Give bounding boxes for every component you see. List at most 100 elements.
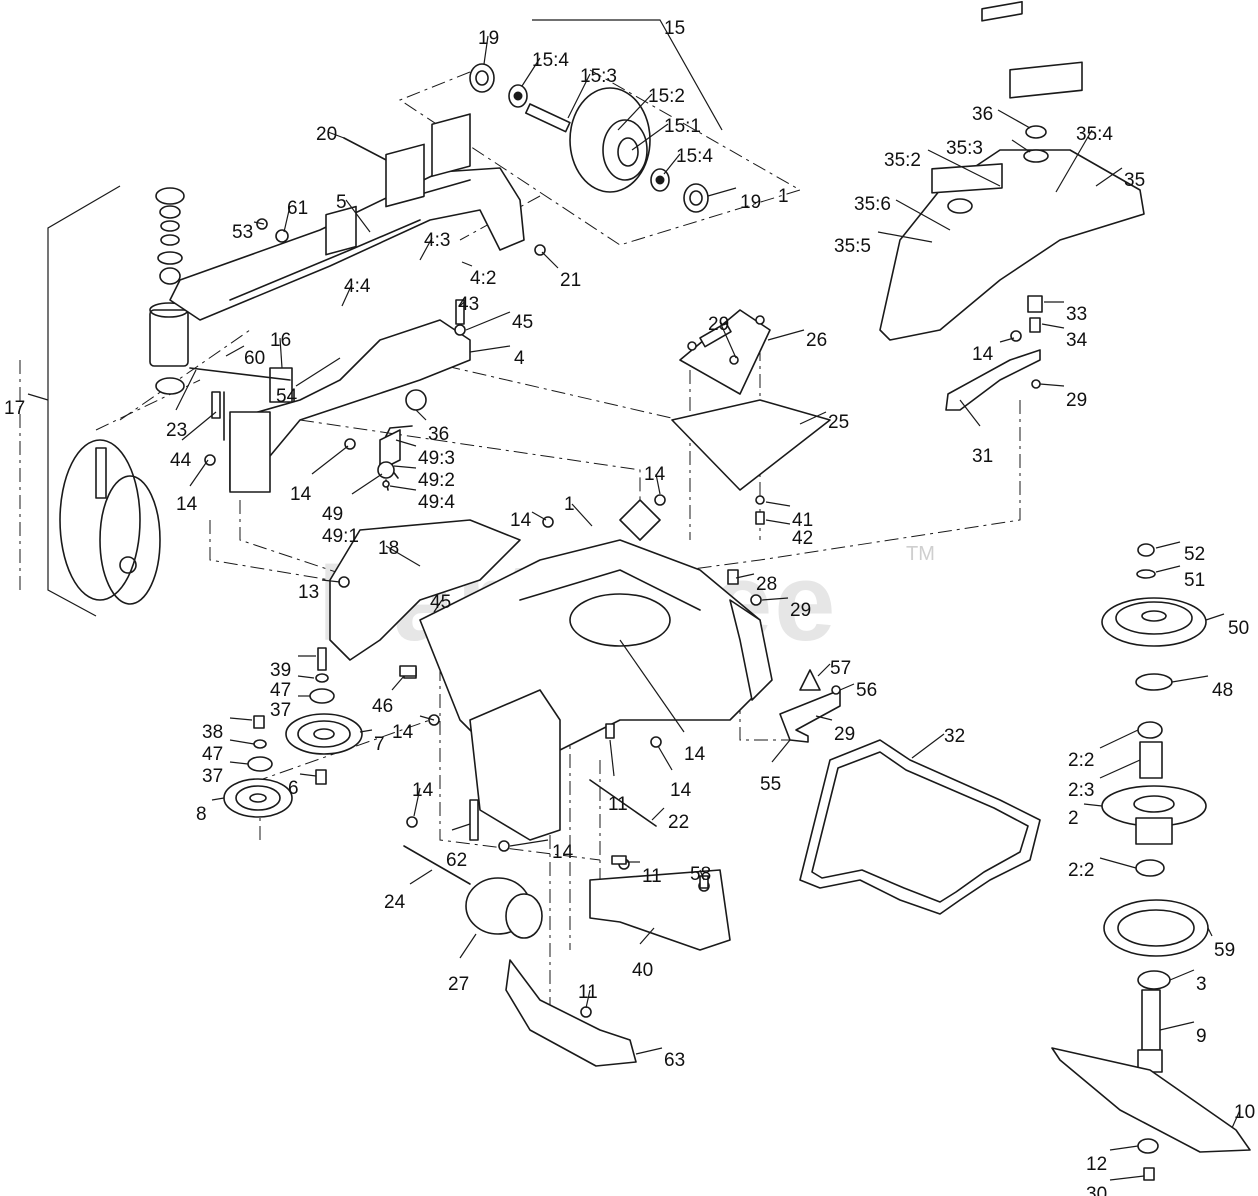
- callout-l5: 5: [336, 192, 347, 213]
- callout-l30: 30: [1086, 1184, 1107, 1196]
- callout-l491: 49:1: [322, 526, 359, 547]
- callout-l27: 27: [448, 974, 469, 995]
- callout-l1a: 1: [778, 186, 789, 207]
- callout-l32: 32: [944, 726, 965, 747]
- callout-l29a: 29: [790, 600, 811, 621]
- callout-l2: 2: [1068, 808, 1079, 829]
- callout-l356: 35:6: [854, 194, 891, 215]
- idler-pulleys: [223, 647, 363, 818]
- callout-l51: 51: [1184, 570, 1205, 591]
- callout-l24: 24: [384, 892, 406, 913]
- hardware-fasteners: [211, 299, 709, 889]
- callout-l154a: 15:4: [532, 50, 569, 71]
- callout-l22b: 2:2: [1068, 750, 1094, 771]
- callout-l152: 15:2: [648, 86, 685, 107]
- callout-l62: 62: [446, 850, 467, 871]
- callout-l60: 60: [244, 348, 265, 369]
- callout-l153: 15:3: [580, 66, 617, 87]
- blade-spindle-assembly: [1051, 543, 1251, 1181]
- callout-l154b: 15:4: [676, 146, 713, 167]
- callout-l15: 15: [664, 18, 685, 39]
- callout-l353: 35:3: [946, 138, 983, 159]
- callout-l28: 28: [756, 574, 777, 595]
- callout-l494: 49:4: [418, 492, 455, 513]
- callout-l8: 8: [196, 804, 207, 825]
- watermark-tm: TM: [906, 543, 935, 565]
- callout-l39: 39: [270, 660, 291, 681]
- callout-l45b: 45: [430, 592, 451, 613]
- callout-l42n: 42: [792, 528, 813, 549]
- callout-l40: 40: [632, 960, 653, 981]
- callout-l47a: 47: [270, 680, 291, 701]
- callout-l12: 12: [1086, 1154, 1107, 1175]
- callout-l3: 3: [1196, 974, 1207, 995]
- callout-l26: 26: [806, 330, 827, 351]
- callout-l31: 31: [972, 446, 993, 467]
- callout-l493: 49:3: [418, 448, 455, 469]
- callout-l16: 16: [270, 330, 291, 351]
- deck-arm-frame: [169, 113, 546, 493]
- callout-l58: 58: [690, 864, 711, 885]
- callout-l55: 55: [760, 774, 781, 795]
- callout-l52: 52: [1184, 544, 1205, 565]
- callout-l36b: 36: [972, 104, 993, 125]
- callout-l33: 33: [1066, 304, 1087, 325]
- callout-l10: 10: [1234, 1102, 1255, 1123]
- callout-l37b: 37: [202, 766, 223, 787]
- callout-l47b: 47: [202, 744, 223, 765]
- callout-l53: 53: [232, 222, 253, 243]
- callout-l11b: 11: [642, 866, 662, 887]
- callout-l151: 15:1: [664, 116, 701, 137]
- callout-l17: 17: [4, 398, 25, 419]
- callout-l37a: 37: [270, 700, 291, 721]
- callout-l29b: 29: [1066, 390, 1087, 411]
- belt-cover-assembly: [879, 0, 1145, 411]
- callout-l14f: 14: [684, 744, 706, 765]
- callout-l61: 61: [287, 198, 308, 219]
- callout-l14e: 14: [392, 722, 414, 743]
- callout-l21: 21: [560, 270, 581, 291]
- callout-l11a: 11: [608, 794, 628, 815]
- callout-l63: 63: [664, 1050, 685, 1071]
- callout-l46: 46: [372, 696, 393, 717]
- callout-l44: 4:4: [344, 276, 371, 297]
- callout-l14b: 14: [290, 484, 312, 505]
- callout-l45a: 45: [512, 312, 533, 333]
- callout-l14g: 14: [670, 780, 692, 801]
- callout-l25: 25: [828, 412, 849, 433]
- callout-l14c: 14: [510, 510, 532, 531]
- callout-l7: 7: [374, 734, 385, 755]
- callout-l19a: 19: [478, 28, 499, 49]
- callout-l43n: 43: [458, 294, 479, 315]
- callout-l14h: 14: [412, 780, 434, 801]
- callout-l43: 4:3: [424, 230, 450, 251]
- callout-l9: 9: [1196, 1026, 1207, 1047]
- deck-roller-and-shields: [403, 799, 731, 1067]
- callout-l355: 35:5: [834, 236, 871, 257]
- callout-l18: 18: [378, 538, 399, 559]
- mower-deck-housing: [329, 494, 773, 852]
- callout-l14a: 14: [176, 494, 198, 515]
- callout-l23: 23: [166, 420, 187, 441]
- callout-l13: 13: [298, 582, 319, 603]
- callout-l22: 22: [668, 812, 689, 833]
- callout-l36a: 36: [428, 424, 449, 445]
- callout-l23b: 2:3: [1068, 780, 1094, 801]
- callout-l1b: 1: [564, 494, 575, 515]
- callout-l492: 49:2: [418, 470, 455, 491]
- callout-l34: 34: [1066, 330, 1088, 351]
- callout-l14j: 14: [972, 344, 994, 365]
- callout-l22c: 2:2: [1068, 860, 1094, 881]
- callout-l11c: 11: [578, 982, 598, 1003]
- callout-l354: 35:4: [1076, 124, 1113, 145]
- callout-l54: 54: [276, 386, 298, 407]
- callout-l44n: 44: [170, 450, 192, 471]
- callout-l14d: 14: [644, 464, 666, 485]
- callout-l19b: 19: [740, 192, 761, 213]
- callout-l57: 57: [830, 658, 851, 679]
- callout-l48: 48: [1212, 680, 1233, 701]
- callout-l352: 35:2: [884, 150, 921, 171]
